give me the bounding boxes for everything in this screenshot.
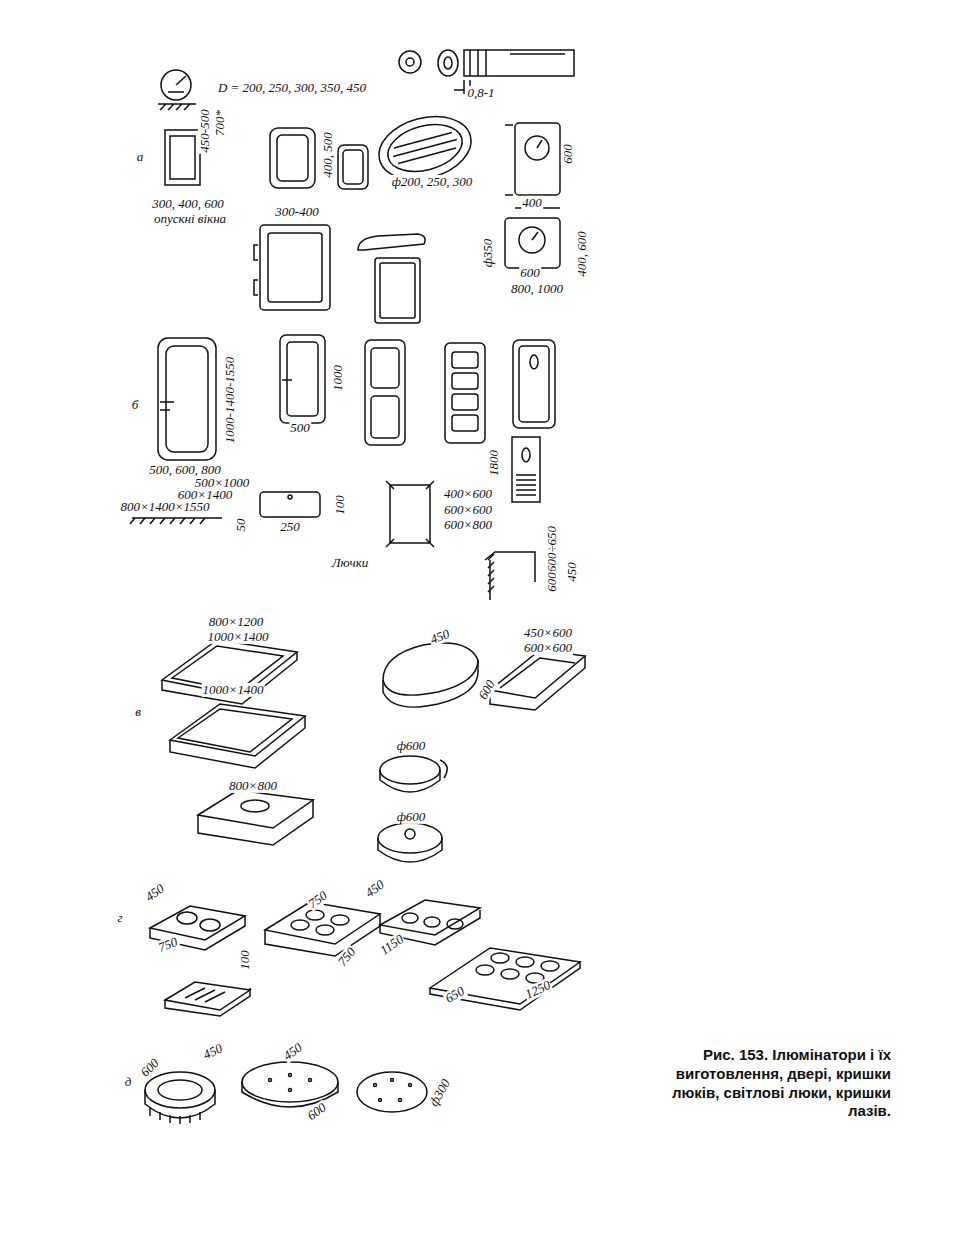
dimension-label: 450×600	[523, 626, 573, 640]
dimension-label: д	[124, 1075, 133, 1089]
dimension-label: 650	[442, 983, 468, 1006]
dimension-label: ф600	[396, 739, 427, 753]
dimension-label: 300, 400, 600	[151, 197, 225, 211]
dimension-label: 600	[304, 1100, 330, 1124]
dimension-label: 500	[289, 421, 311, 435]
dimension-label: 700*	[213, 109, 227, 137]
dimension-label: 400×600	[443, 487, 493, 501]
dimension-label: 800×1400×1550	[119, 500, 210, 514]
dimension-label: 400, 600	[575, 230, 589, 278]
dimension-label: 100	[238, 949, 252, 971]
dimension-label: б	[131, 398, 140, 412]
dimension-label: 600	[519, 266, 541, 280]
dimension-label: ф350	[481, 238, 495, 269]
dimension-label: 50	[234, 518, 248, 533]
dimension-label: 1800	[487, 449, 501, 477]
dimension-label: 1000-1400-1550	[223, 356, 237, 445]
dimension-label: 750	[155, 935, 180, 956]
dimension-label: 100	[333, 494, 347, 516]
dimension-label: 1000	[331, 364, 345, 392]
dimension-label: 600×800	[443, 518, 493, 532]
dimension-label: 1150	[377, 931, 407, 958]
dimension-label: 600	[561, 143, 575, 165]
dimension-label: 400	[521, 196, 543, 210]
dimension-label: в	[134, 705, 142, 719]
dimension-label: 450	[142, 881, 168, 905]
dimension-label: 1000×1400	[207, 630, 270, 644]
dimension-label: 450	[280, 1040, 306, 1064]
dimension-label: 450	[362, 877, 388, 901]
dimension-label: ф300	[426, 1076, 454, 1110]
dimension-label: 1000×1400	[202, 683, 265, 697]
dimension-label: 600	[475, 677, 498, 703]
dimension-label: 450	[200, 1041, 226, 1063]
figure-caption: Рис. 153. Ілюмінатори і їх виготовлення,…	[655, 1046, 891, 1121]
dimension-label: 600÷650	[545, 525, 559, 573]
dimension-label: Лючки	[331, 556, 370, 570]
dimension-label: 300-400	[274, 205, 319, 219]
dimension-label: ф600	[396, 810, 427, 824]
dimension-label: 800×1200	[208, 615, 264, 629]
dimension-label: 450	[565, 561, 579, 583]
dimension-label: 450	[427, 627, 452, 648]
dimension-label: 800, 1000	[510, 282, 564, 296]
dimension-label: ф200, 250, 300	[391, 175, 474, 189]
dimension-label: г	[116, 911, 123, 925]
dimension-label: 750	[335, 944, 360, 970]
dimension-label: опускні вікна	[153, 212, 227, 226]
dimension-label: D = 200, 250, 300, 350, 450	[217, 81, 367, 95]
dimension-label: 0,8-1	[466, 86, 495, 100]
dimension-label: 800×800	[228, 779, 278, 793]
dimension-label: 600×600	[523, 641, 573, 655]
dimension-label: 250	[279, 520, 301, 534]
dimension-label: 750	[305, 888, 331, 912]
dimension-label: 600	[545, 571, 559, 593]
dimension-label: 450-500	[198, 108, 212, 153]
dimension-label: 600×600	[443, 503, 493, 517]
dimension-label: 400, 500	[321, 131, 335, 179]
dimension-label: а	[136, 150, 145, 164]
dimension-label: 600	[137, 1055, 162, 1080]
